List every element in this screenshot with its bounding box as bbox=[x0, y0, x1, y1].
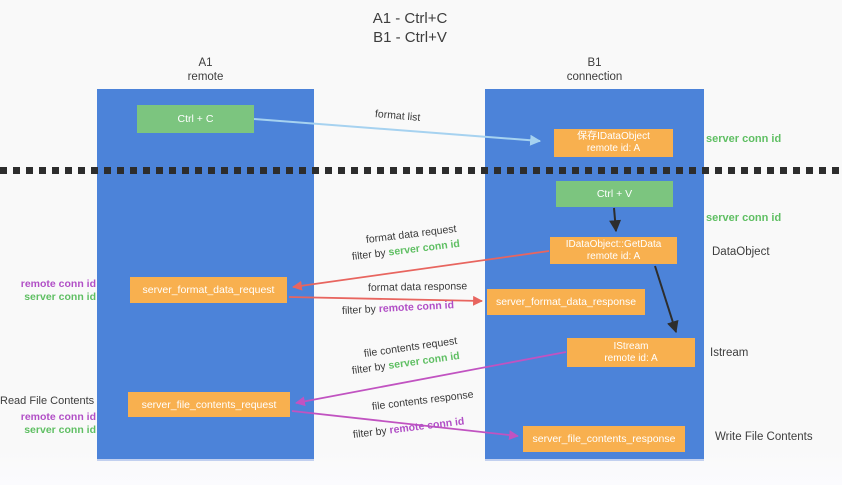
node-getdata-line1: IDataObject::GetData bbox=[565, 238, 662, 250]
label-dataobject: DataObject bbox=[712, 246, 770, 258]
node-format-request-label: server_format_data_request bbox=[142, 284, 275, 296]
node-server-file-contents-response: server_file_contents_response bbox=[523, 426, 685, 452]
node-server-file-contents-request: server_file_contents_request bbox=[128, 392, 290, 417]
label-server-conn-id-top: server conn id bbox=[706, 133, 782, 145]
node-format-response-label: server_format_data_response bbox=[495, 296, 637, 308]
node-save-idataobject: 保存IDataObject remote id: A bbox=[554, 129, 673, 157]
node-file-request-label: server_file_contents_request bbox=[141, 398, 277, 411]
label-server-conn-id-2: server conn id bbox=[24, 423, 96, 436]
diagram-title: A1 - Ctrl+C B1 - Ctrl+V bbox=[310, 9, 510, 47]
filter-by-text: filter by bbox=[351, 246, 387, 263]
remote-conn-id-text: remote conn id bbox=[388, 415, 466, 437]
node-ctrl-v-label: Ctrl + V bbox=[596, 188, 633, 200]
left-column-role: remote bbox=[187, 71, 224, 83]
node-istream: IStream remote id: A bbox=[567, 338, 695, 367]
label-remote-conn-id-2: remote conn id bbox=[20, 411, 96, 423]
label-format-data-response: format data response bbox=[367, 280, 468, 294]
filter-by-text: filter by bbox=[352, 424, 388, 441]
title-line-2: B1 - Ctrl+V bbox=[373, 29, 447, 46]
node-ctrl-v: Ctrl + V bbox=[556, 181, 673, 207]
dashed-separator bbox=[0, 167, 842, 174]
node-istream-line1: IStream bbox=[613, 340, 649, 352]
node-ctrl-c-label: Ctrl + C bbox=[177, 113, 214, 125]
node-server-format-data-response: server_format_data_response bbox=[487, 289, 645, 315]
label-file-contents-response: file contents response bbox=[371, 388, 475, 413]
label-write-file-contents: Write File Contents bbox=[715, 431, 813, 443]
left-conn-id-block-1: remote conn id server conn id bbox=[8, 278, 96, 303]
label-server-conn-id-mid: server conn id bbox=[706, 212, 782, 224]
filter-by-text: filter by bbox=[341, 303, 377, 317]
node-server-format-data-request: server_format_data_request bbox=[130, 277, 287, 303]
remote-conn-id-text: remote conn id bbox=[378, 299, 455, 316]
label-server-conn-id-1: server conn id bbox=[24, 290, 96, 303]
label-remote-conn-id-1: remote conn id bbox=[20, 278, 96, 290]
left-column-name: A1 bbox=[198, 57, 213, 69]
filter-by-text: filter by bbox=[351, 360, 387, 377]
node-save-idataobject-line2: remote id: A bbox=[586, 143, 641, 154]
right-column-name: B1 bbox=[587, 57, 602, 69]
node-istream-line2: remote id: A bbox=[604, 352, 658, 364]
node-getdata-line2: remote id: A bbox=[586, 250, 641, 262]
label-format-list: format list bbox=[374, 108, 421, 124]
title-line-1: A1 - Ctrl+C bbox=[372, 10, 448, 27]
right-column-role: connection bbox=[566, 71, 623, 83]
label-read-file-contents: Read File Contents bbox=[0, 395, 95, 407]
node-save-idataobject-line1: 保存IDataObject bbox=[577, 131, 650, 142]
label-istream: Istream bbox=[710, 347, 749, 359]
node-file-response-label: server_file_contents_response bbox=[532, 433, 676, 445]
node-ctrl-c: Ctrl + C bbox=[137, 105, 254, 133]
left-conn-id-block-2: remote conn id server conn id bbox=[8, 411, 96, 436]
left-column-header: A1 remote bbox=[97, 56, 314, 84]
node-idataobject-getdata: IDataObject::GetData remote id: A bbox=[550, 237, 677, 264]
right-column-header: B1 connection bbox=[485, 56, 704, 84]
